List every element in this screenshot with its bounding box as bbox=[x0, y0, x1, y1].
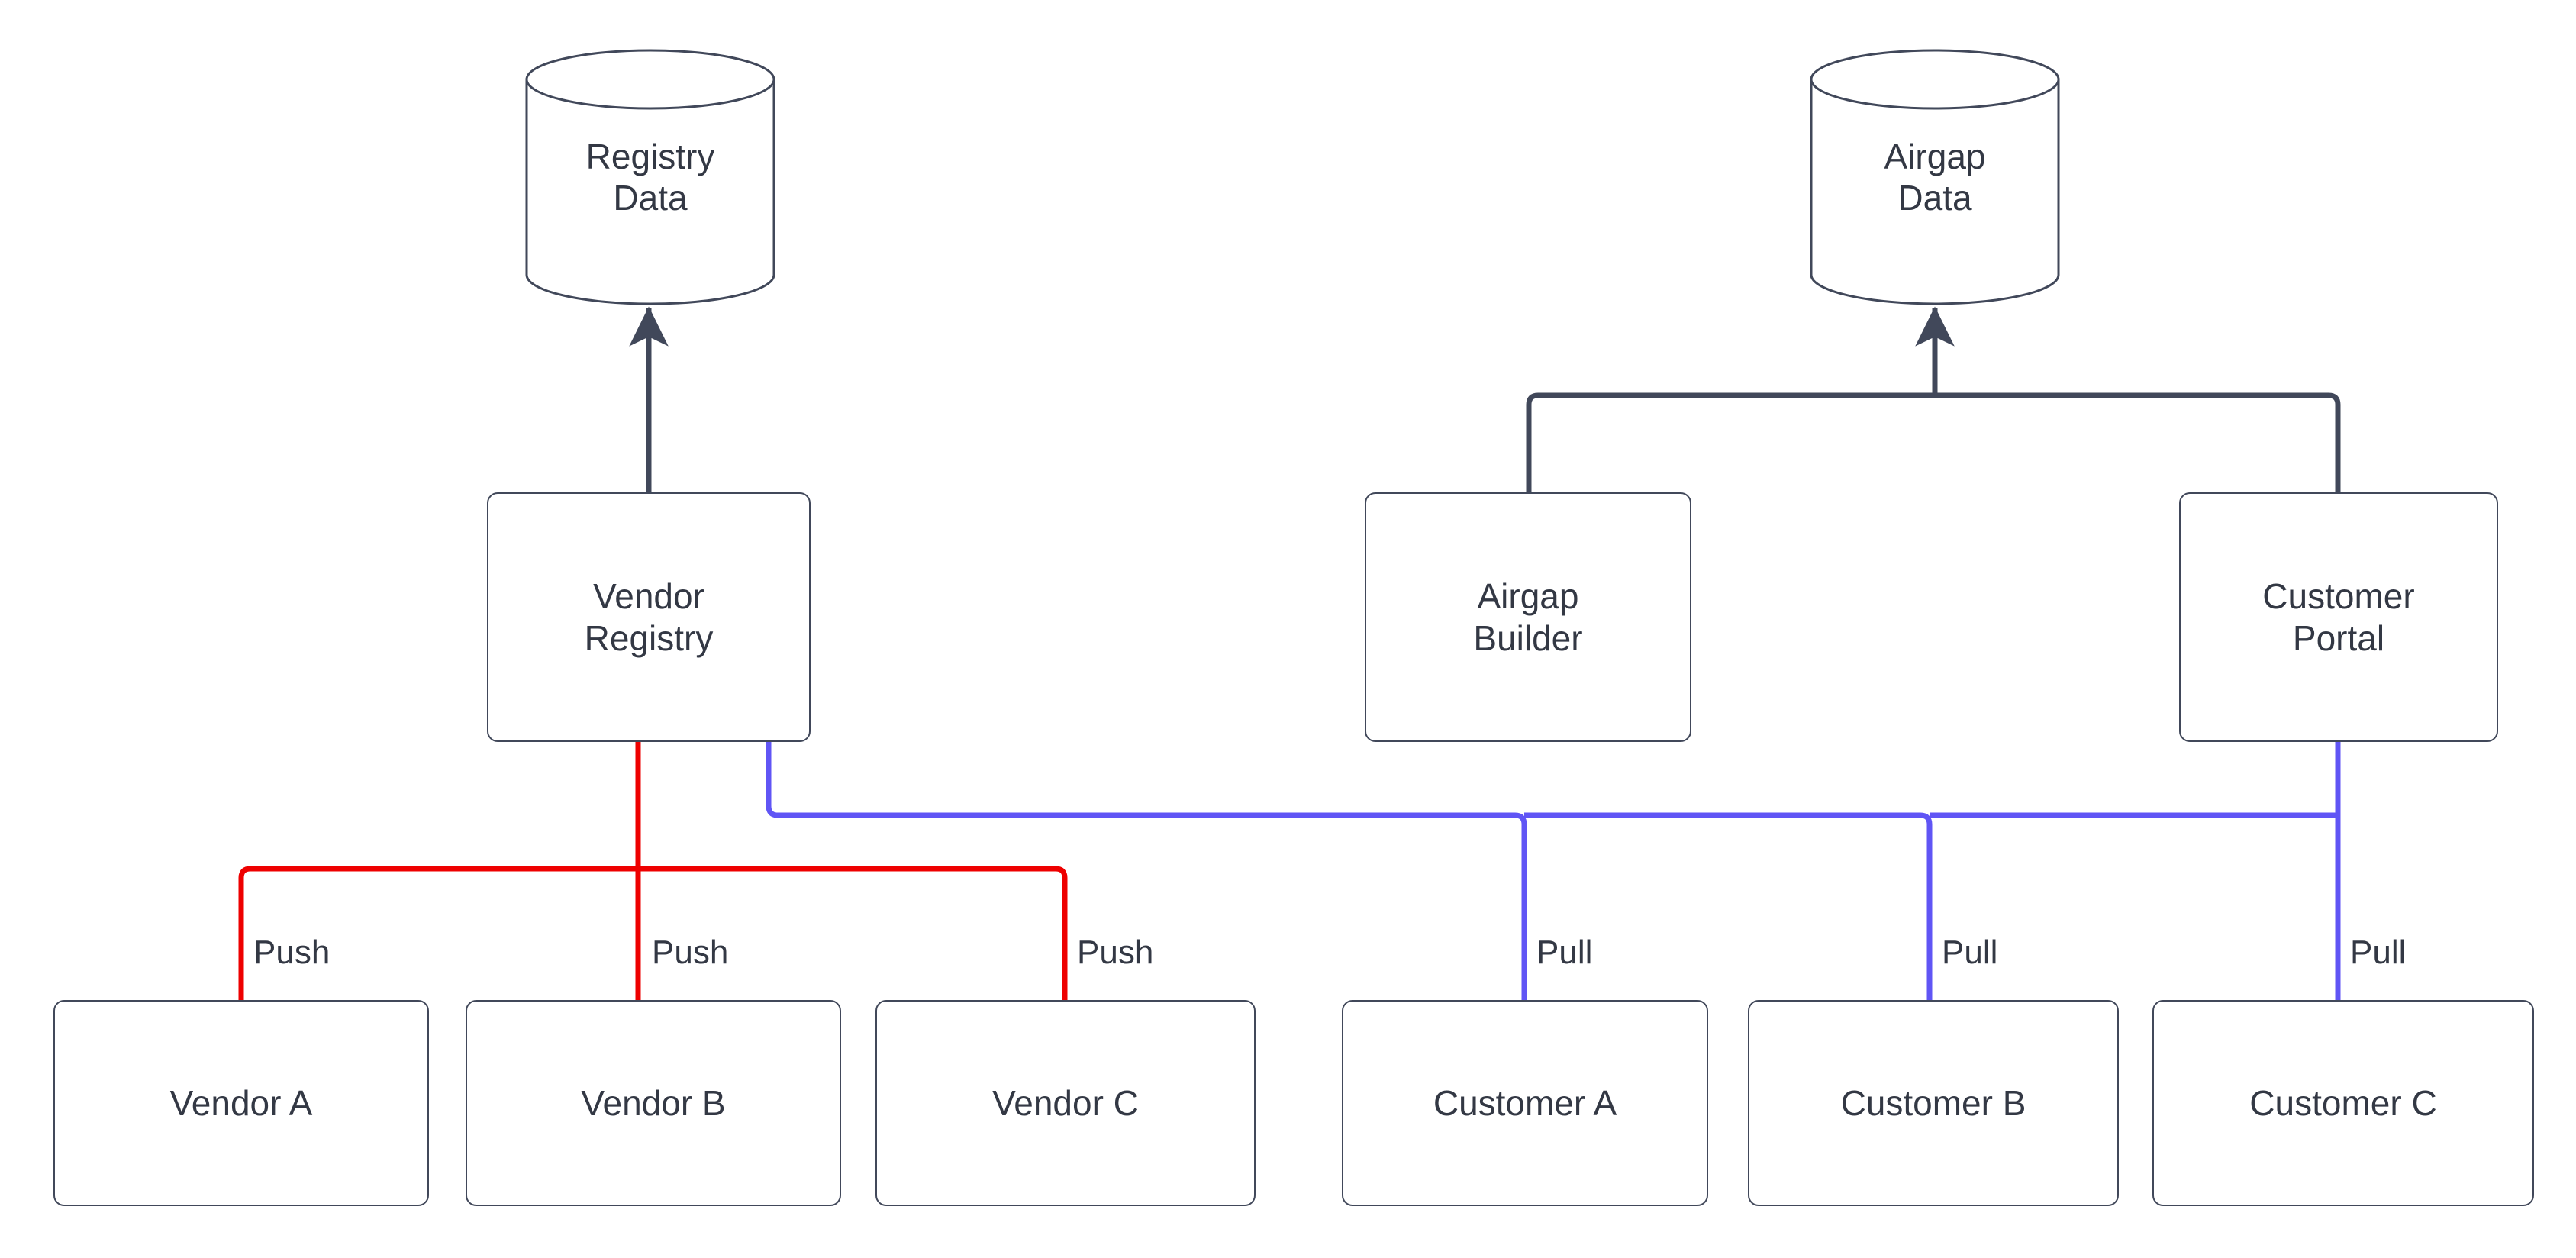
node-customer-portal-label: Customer Portal bbox=[2262, 576, 2415, 658]
node-customer-c[interactable]: Customer C bbox=[2152, 1000, 2534, 1206]
node-customer-portal[interactable]: Customer Portal bbox=[2179, 492, 2498, 742]
node-airgap-builder-label: Airgap Builder bbox=[1473, 576, 1583, 658]
edge-label-push-a: Push bbox=[253, 934, 330, 971]
edge-airgap-builder-to-airgap-data bbox=[1526, 392, 1935, 492]
edge-vendor-a-push bbox=[238, 866, 638, 1000]
edge-customer-a-pull bbox=[749, 513, 1527, 1000]
edge-label-pull-b: Pull bbox=[1942, 934, 1998, 971]
edge-vendor-c-push bbox=[638, 866, 1068, 1000]
edge-customer-b-pull bbox=[1524, 812, 1933, 1000]
node-vendor-a[interactable]: Vendor A bbox=[53, 1000, 429, 1206]
edge-customer-portal-to-airgap-data bbox=[1935, 392, 2341, 492]
node-vendor-registry-label: Vendor Registry bbox=[584, 576, 714, 658]
node-vendor-registry[interactable]: Vendor Registry bbox=[487, 492, 811, 742]
registry-data-label: Registry Data bbox=[585, 137, 715, 218]
node-airgap-builder[interactable]: Airgap Builder bbox=[1365, 492, 1691, 742]
edge-label-pull-c: Pull bbox=[2350, 934, 2407, 971]
edge-label-pull-a: Pull bbox=[1536, 934, 1593, 971]
node-customer-a[interactable]: Customer A bbox=[1342, 1000, 1708, 1206]
node-customer-b[interactable]: Customer B bbox=[1748, 1000, 2119, 1206]
edge-label-push-c: Push bbox=[1077, 934, 1154, 971]
node-customer-a-label: Customer A bbox=[1433, 1082, 1617, 1123]
node-vendor-c[interactable]: Vendor C bbox=[875, 1000, 1256, 1206]
node-vendor-c-label: Vendor C bbox=[992, 1082, 1139, 1123]
registry-data-cylinder bbox=[525, 49, 775, 305]
edge-label-push-b: Push bbox=[652, 934, 729, 971]
node-vendor-b[interactable]: Vendor B bbox=[466, 1000, 841, 1206]
airgap-data-label: Airgap Data bbox=[1884, 137, 1986, 218]
node-customer-c-label: Customer C bbox=[2249, 1082, 2437, 1123]
airgap-data-cylinder bbox=[1810, 49, 2060, 305]
node-vendor-b-label: Vendor B bbox=[581, 1082, 726, 1123]
node-customer-b-label: Customer B bbox=[1840, 1082, 2026, 1123]
node-vendor-a-label: Vendor A bbox=[169, 1082, 313, 1123]
